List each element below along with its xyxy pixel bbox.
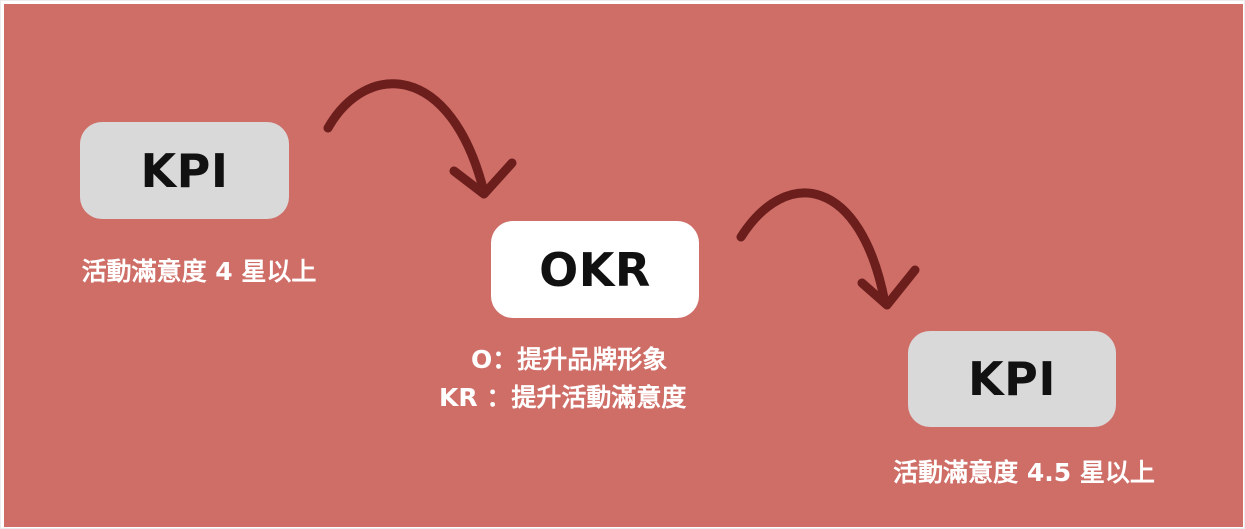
okr-key-result: KR ：提升活動滿意度	[439, 383, 687, 412]
okr-label: OKR	[539, 242, 651, 297]
kpi-end-label: KPI	[968, 352, 1056, 406]
okr-box: OKR	[491, 221, 699, 318]
kpi-start-caption: 活動滿意度 4 星以上	[81, 257, 317, 286]
okr-objective: O：提升品牌形象	[471, 345, 668, 374]
okr-caption: O：提升品牌形象 KR ：提升活動滿意度	[431, 341, 761, 417]
kpi-end-caption: 活動滿意度 4.5 星以上	[893, 458, 1155, 487]
kpi-start-box: KPI	[80, 122, 289, 219]
kpi-start-label: KPI	[140, 143, 229, 198]
kpi-end-box: KPI	[908, 331, 1116, 427]
